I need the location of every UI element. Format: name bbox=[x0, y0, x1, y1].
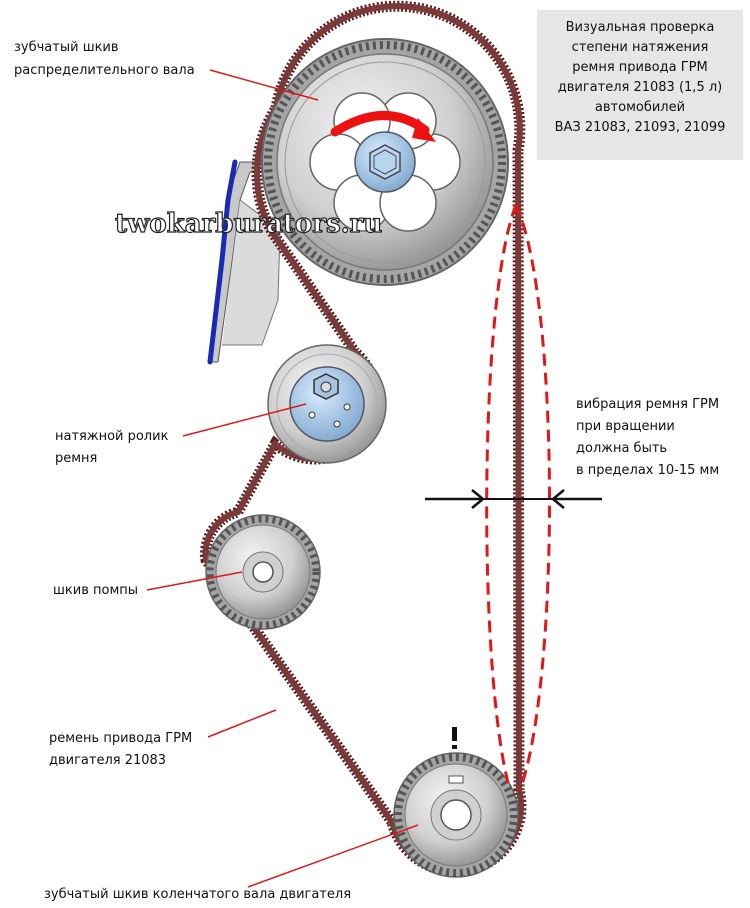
title-line: ремня привода ГРМ bbox=[572, 60, 708, 75]
curved-arrow-icon bbox=[330, 111, 436, 142]
title-line: степени натяжения bbox=[571, 40, 709, 55]
exclamation-mark-icon bbox=[452, 727, 457, 749]
label-vibration-line4: в пределах 10-15 мм bbox=[576, 463, 719, 478]
title-line: Визуальная проверка bbox=[565, 20, 715, 35]
title-box: Визуальная проверка степени натяжения ре… bbox=[537, 10, 743, 160]
label-pump: шкив помпы bbox=[53, 583, 138, 598]
vibration-envelope bbox=[485, 204, 552, 791]
label-belt-line2: двигателя 21083 bbox=[49, 753, 166, 768]
inward-arrows-icon bbox=[425, 489, 602, 509]
pump-pulley bbox=[205, 514, 321, 630]
label-vibration-line3: должна быть bbox=[576, 441, 667, 456]
label-camshaft-line2: распределительного вала bbox=[14, 63, 195, 78]
leader-lines bbox=[146, 69, 419, 888]
label-vibration-line1: вибрация ремня ГРМ bbox=[576, 397, 719, 412]
label-belt-line1: ремень привода ГРМ bbox=[49, 731, 192, 746]
label-tensioner-line1: натяжной ролик bbox=[55, 429, 169, 444]
label-vibration-line2: при вращении bbox=[576, 419, 675, 434]
title-line: автомобилей bbox=[594, 100, 686, 115]
label-camshaft-line1: зубчатый шкив bbox=[14, 40, 119, 55]
crankshaft-pulley bbox=[393, 752, 519, 878]
label-crankshaft: зубчатый шкив коленчатого вала двигателя bbox=[44, 887, 351, 902]
watermark: twokarburators.ru bbox=[115, 209, 382, 239]
camshaft-pulley bbox=[261, 38, 509, 286]
title-line: ВАЗ 21083, 21093, 21099 bbox=[554, 120, 726, 135]
tensioner-roller bbox=[267, 344, 387, 464]
label-tensioner-line2: ремня bbox=[55, 451, 97, 466]
title-line: двигателя 21083 (1,5 л) bbox=[557, 80, 723, 95]
